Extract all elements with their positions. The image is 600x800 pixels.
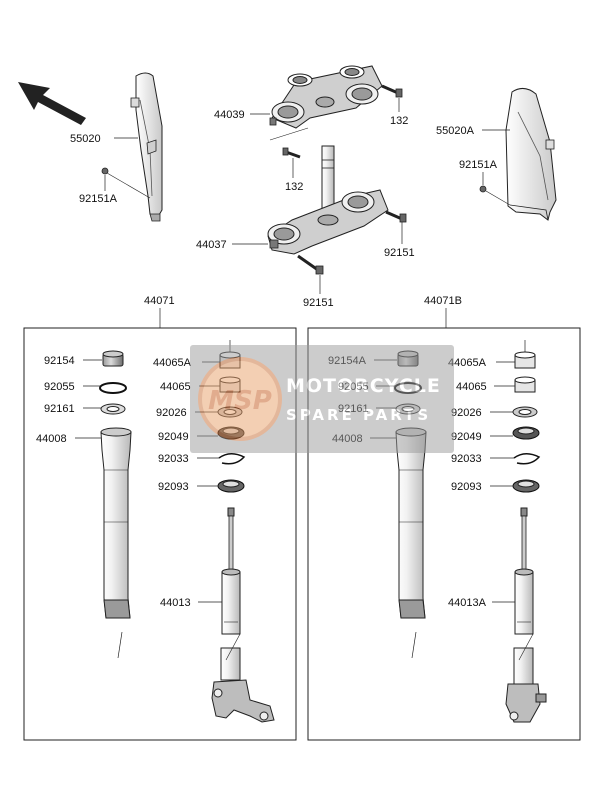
part-92093-dust-seal-r bbox=[512, 479, 540, 493]
label-left-e: 44065A bbox=[153, 357, 192, 369]
fork-assembly-right-box: 44071B bbox=[307, 295, 581, 741]
box-title-right: 44071B bbox=[424, 295, 462, 307]
bolt-92151-right bbox=[385, 210, 407, 223]
svg-text:44037: 44037 bbox=[196, 239, 227, 251]
svg-text:55020: 55020 bbox=[70, 133, 101, 145]
label-92151A-left: 92151A bbox=[79, 193, 118, 205]
part-92161-washer bbox=[100, 403, 126, 415]
svg-text:44039: 44039 bbox=[214, 109, 245, 121]
label-left-g: 92026 bbox=[156, 407, 187, 419]
watermark: MSP MOTORCYCLE SPARE PARTS bbox=[190, 345, 454, 453]
part-44065-collar-r bbox=[514, 376, 536, 393]
bolt-92151A-right bbox=[479, 185, 511, 206]
label-132-stem: 132 bbox=[285, 181, 303, 193]
label-right-e: 44065A bbox=[448, 357, 487, 369]
label-92151-right: 92151 bbox=[384, 247, 415, 259]
part-44013A-inner-tube bbox=[505, 507, 547, 723]
label-132-top: 132 bbox=[390, 115, 408, 127]
label-left-a: 92154 bbox=[44, 355, 75, 367]
part-92055-oring bbox=[99, 382, 127, 394]
label-right-f: 44065 bbox=[456, 381, 487, 393]
bolt-132-stem bbox=[269, 127, 309, 159]
watermark-line1: MOTORCYCLE bbox=[286, 375, 441, 397]
label-left-i: 92033 bbox=[158, 453, 189, 465]
part-92154-cap bbox=[102, 350, 124, 367]
label-left-f: 44065 bbox=[160, 381, 191, 393]
label-92151-bottom: 92151 bbox=[303, 297, 334, 309]
part-92033-circlip-r bbox=[513, 453, 541, 465]
bolt-92151-bottom bbox=[297, 254, 324, 275]
bolt-132-top bbox=[381, 84, 403, 98]
label-left-c: 92161 bbox=[44, 403, 75, 415]
svg-text:MSP: MSP bbox=[208, 386, 272, 416]
label-left-b: 92055 bbox=[44, 381, 75, 393]
fork-guard-right bbox=[505, 88, 557, 221]
label-55020: 55020 bbox=[70, 133, 138, 145]
label-right-g: 92026 bbox=[451, 407, 482, 419]
upper-triple-clamp bbox=[269, 65, 383, 129]
label-left-d: 44008 bbox=[36, 433, 67, 445]
box-title-left: 44071 bbox=[144, 295, 175, 307]
part-92026-washer-r bbox=[512, 406, 538, 418]
label-left-h: 92049 bbox=[158, 431, 189, 443]
lower-triple-clamp bbox=[267, 145, 389, 255]
part-92049-oil-seal-r bbox=[512, 426, 540, 440]
part-92033-circlip bbox=[218, 453, 246, 465]
label-right-k: 44013A bbox=[448, 597, 487, 609]
label-44039: 44039 bbox=[214, 109, 270, 121]
svg-text:55020A: 55020A bbox=[436, 125, 475, 137]
part-44008-outer-tube-r bbox=[395, 427, 427, 659]
label-55020A: 55020A bbox=[436, 125, 510, 137]
watermark-logo-icon: MSP bbox=[198, 357, 282, 441]
part-44013-inner-tube bbox=[211, 507, 275, 723]
label-left-j: 92093 bbox=[158, 481, 189, 493]
label-left-k: 44013 bbox=[160, 597, 191, 609]
label-92151A-right: 92151A bbox=[459, 159, 498, 171]
part-92093-dust-seal bbox=[217, 479, 245, 493]
label-right-h: 92049 bbox=[451, 431, 482, 443]
bolt-92151A-left bbox=[101, 167, 151, 199]
front-direction-arrow-icon bbox=[18, 82, 86, 125]
watermark-line2: SPARE PARTS bbox=[286, 406, 431, 424]
label-44037: 44037 bbox=[196, 239, 268, 251]
fork-guard-left bbox=[130, 72, 163, 222]
part-44008-outer-tube bbox=[100, 427, 132, 659]
label-right-j: 92093 bbox=[451, 481, 482, 493]
label-right-i: 92033 bbox=[451, 453, 482, 465]
part-44065A-collar-r bbox=[514, 340, 536, 369]
